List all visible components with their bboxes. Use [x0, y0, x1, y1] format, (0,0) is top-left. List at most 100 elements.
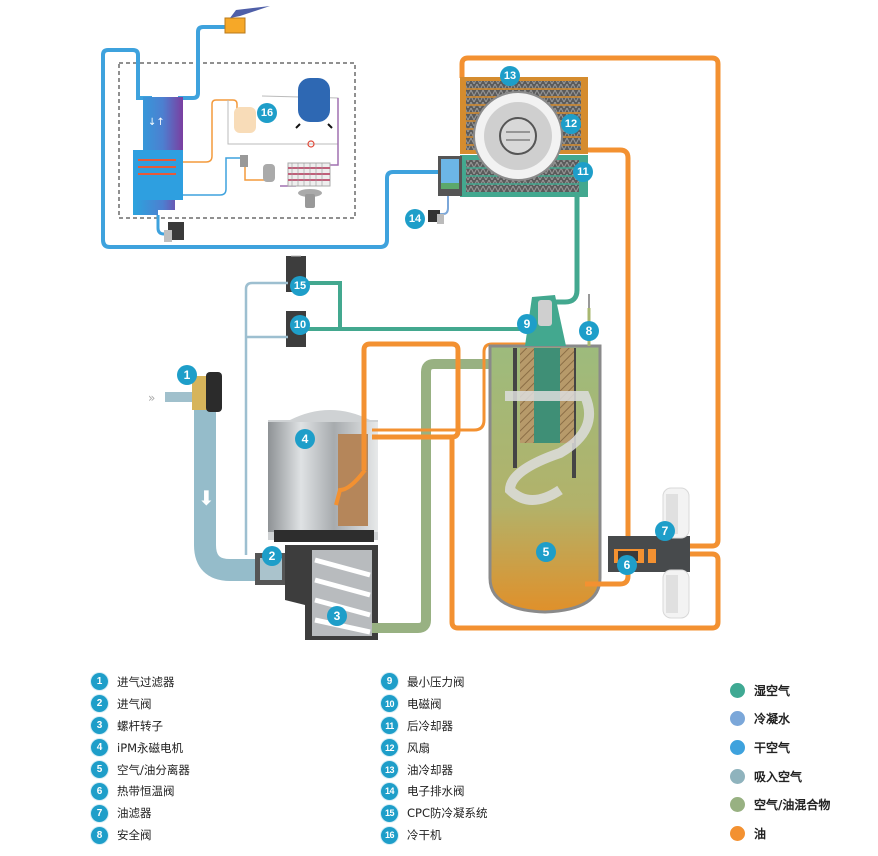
intake-filter: »	[148, 372, 222, 412]
flow-label: 干空气	[754, 740, 791, 755]
air-oil-mixture-pipe	[372, 359, 492, 633]
oil-cooling-swirl-icon	[334, 468, 367, 506]
number-badge: 14	[381, 782, 398, 800]
flow-legend: 湿空气 冷凝水 干空气 吸入空气 空气/油混合物 油	[730, 676, 830, 848]
ipm-motor	[268, 410, 378, 542]
number-badge: 6	[91, 782, 108, 800]
number-badge: 15	[381, 804, 398, 822]
svg-text:3: 3	[334, 609, 341, 623]
color-swatch	[730, 768, 745, 784]
minimum-pressure-valve	[525, 295, 566, 346]
oil-to-motor-pipe	[361, 341, 461, 470]
callout-12: 12	[561, 114, 581, 134]
callout-13: 13	[500, 66, 520, 86]
legend-label: 最小压力阀	[407, 674, 465, 689]
callout-6: 6	[617, 555, 637, 575]
water-separator	[438, 156, 462, 196]
callout-14: 14	[405, 209, 425, 229]
svg-text:4: 4	[302, 432, 309, 446]
number-badge: 12	[381, 739, 398, 757]
legend-label: 热带恒温阀	[117, 784, 175, 799]
legend-label: iPM永磁电机	[117, 740, 184, 755]
svg-text:13: 13	[504, 70, 516, 82]
air-oil-separator	[488, 344, 602, 614]
legend-item: 16 冷干机	[381, 824, 488, 846]
svg-text:↓↑: ↓↑	[148, 117, 165, 128]
legend-label: 风扇	[407, 740, 430, 755]
legend-item: 10 电磁阀	[381, 693, 488, 715]
electronic-drain-valve	[428, 210, 444, 224]
dryer-heat-exchanger: ↓↑	[133, 97, 183, 215]
svg-text:5: 5	[543, 545, 550, 559]
dry-air-outlet-pipe	[178, 25, 232, 100]
svg-text:16: 16	[261, 107, 273, 119]
number-badge: 16	[381, 826, 398, 844]
flow-legend-item: 油	[730, 819, 830, 848]
oil-return-pipe	[449, 437, 721, 631]
flow-label: 吸入空气	[754, 769, 803, 784]
flow-legend-item: 吸入空气	[730, 762, 830, 791]
flow-label: 空气/油混合物	[754, 798, 831, 813]
svg-text:2: 2	[269, 549, 276, 563]
color-swatch	[730, 825, 745, 841]
legend-item: 6 热带恒温阀	[91, 780, 190, 802]
callout-7: 7	[655, 521, 675, 541]
condenser-fan-icon	[298, 189, 322, 208]
color-swatch	[730, 739, 745, 755]
expansion-valve-icon	[263, 164, 275, 182]
legend-label: 油滤器	[117, 806, 152, 821]
fan-icon	[473, 91, 563, 181]
dryer-separator-tank	[234, 107, 256, 133]
legend-item: 3 螺杆转子	[91, 715, 190, 737]
filter-drier-icon	[240, 155, 248, 167]
callout-5: 5	[536, 542, 556, 562]
number-badge: 1	[91, 673, 108, 691]
flow-legend-item: 冷凝水	[730, 705, 830, 734]
oil-cooler-return-pipe	[459, 55, 721, 549]
callout-8: 8	[579, 321, 599, 341]
wet-air-pipe	[552, 196, 580, 305]
legend-label: 螺杆转子	[117, 718, 163, 733]
number-badge: 3	[91, 717, 108, 735]
svg-text:7: 7	[662, 524, 669, 538]
condenser-coil	[287, 162, 331, 187]
svg-text:»: »	[148, 391, 155, 405]
svg-text:6: 6	[624, 558, 631, 572]
svg-text:14: 14	[409, 213, 422, 225]
legend-label: 冷干机	[407, 828, 442, 843]
svg-text:9: 9	[524, 317, 531, 331]
flow-label: 湿空气	[754, 683, 791, 698]
number-badge: 9	[381, 673, 398, 691]
number-badge: 10	[381, 695, 398, 713]
number-badge: 7	[91, 804, 108, 822]
callout-16: 16	[257, 103, 277, 123]
legend-label: 电磁阀	[407, 696, 442, 711]
callout-9: 9	[517, 314, 537, 334]
svg-text:8: 8	[586, 324, 593, 338]
svg-text:1: 1	[184, 368, 191, 382]
legend-label: 安全阀	[117, 828, 152, 843]
svg-text:15: 15	[294, 280, 306, 292]
number-badge: 2	[91, 695, 108, 713]
color-swatch	[730, 797, 745, 813]
legend-label: 空气/油分离器	[117, 762, 190, 777]
screw-element	[285, 545, 378, 640]
legend-label: 油冷却器	[407, 762, 453, 777]
ball-valve-icon	[224, 6, 270, 34]
callout-3: 3	[327, 606, 347, 626]
svg-text:11: 11	[577, 166, 589, 178]
svg-text:12: 12	[565, 118, 577, 130]
flow-legend-item: 湿空气	[730, 676, 830, 705]
refrigerant-line	[183, 99, 238, 163]
refrigerant-receiver-icon	[295, 78, 333, 129]
legend-item: 7 油滤器	[91, 802, 190, 824]
